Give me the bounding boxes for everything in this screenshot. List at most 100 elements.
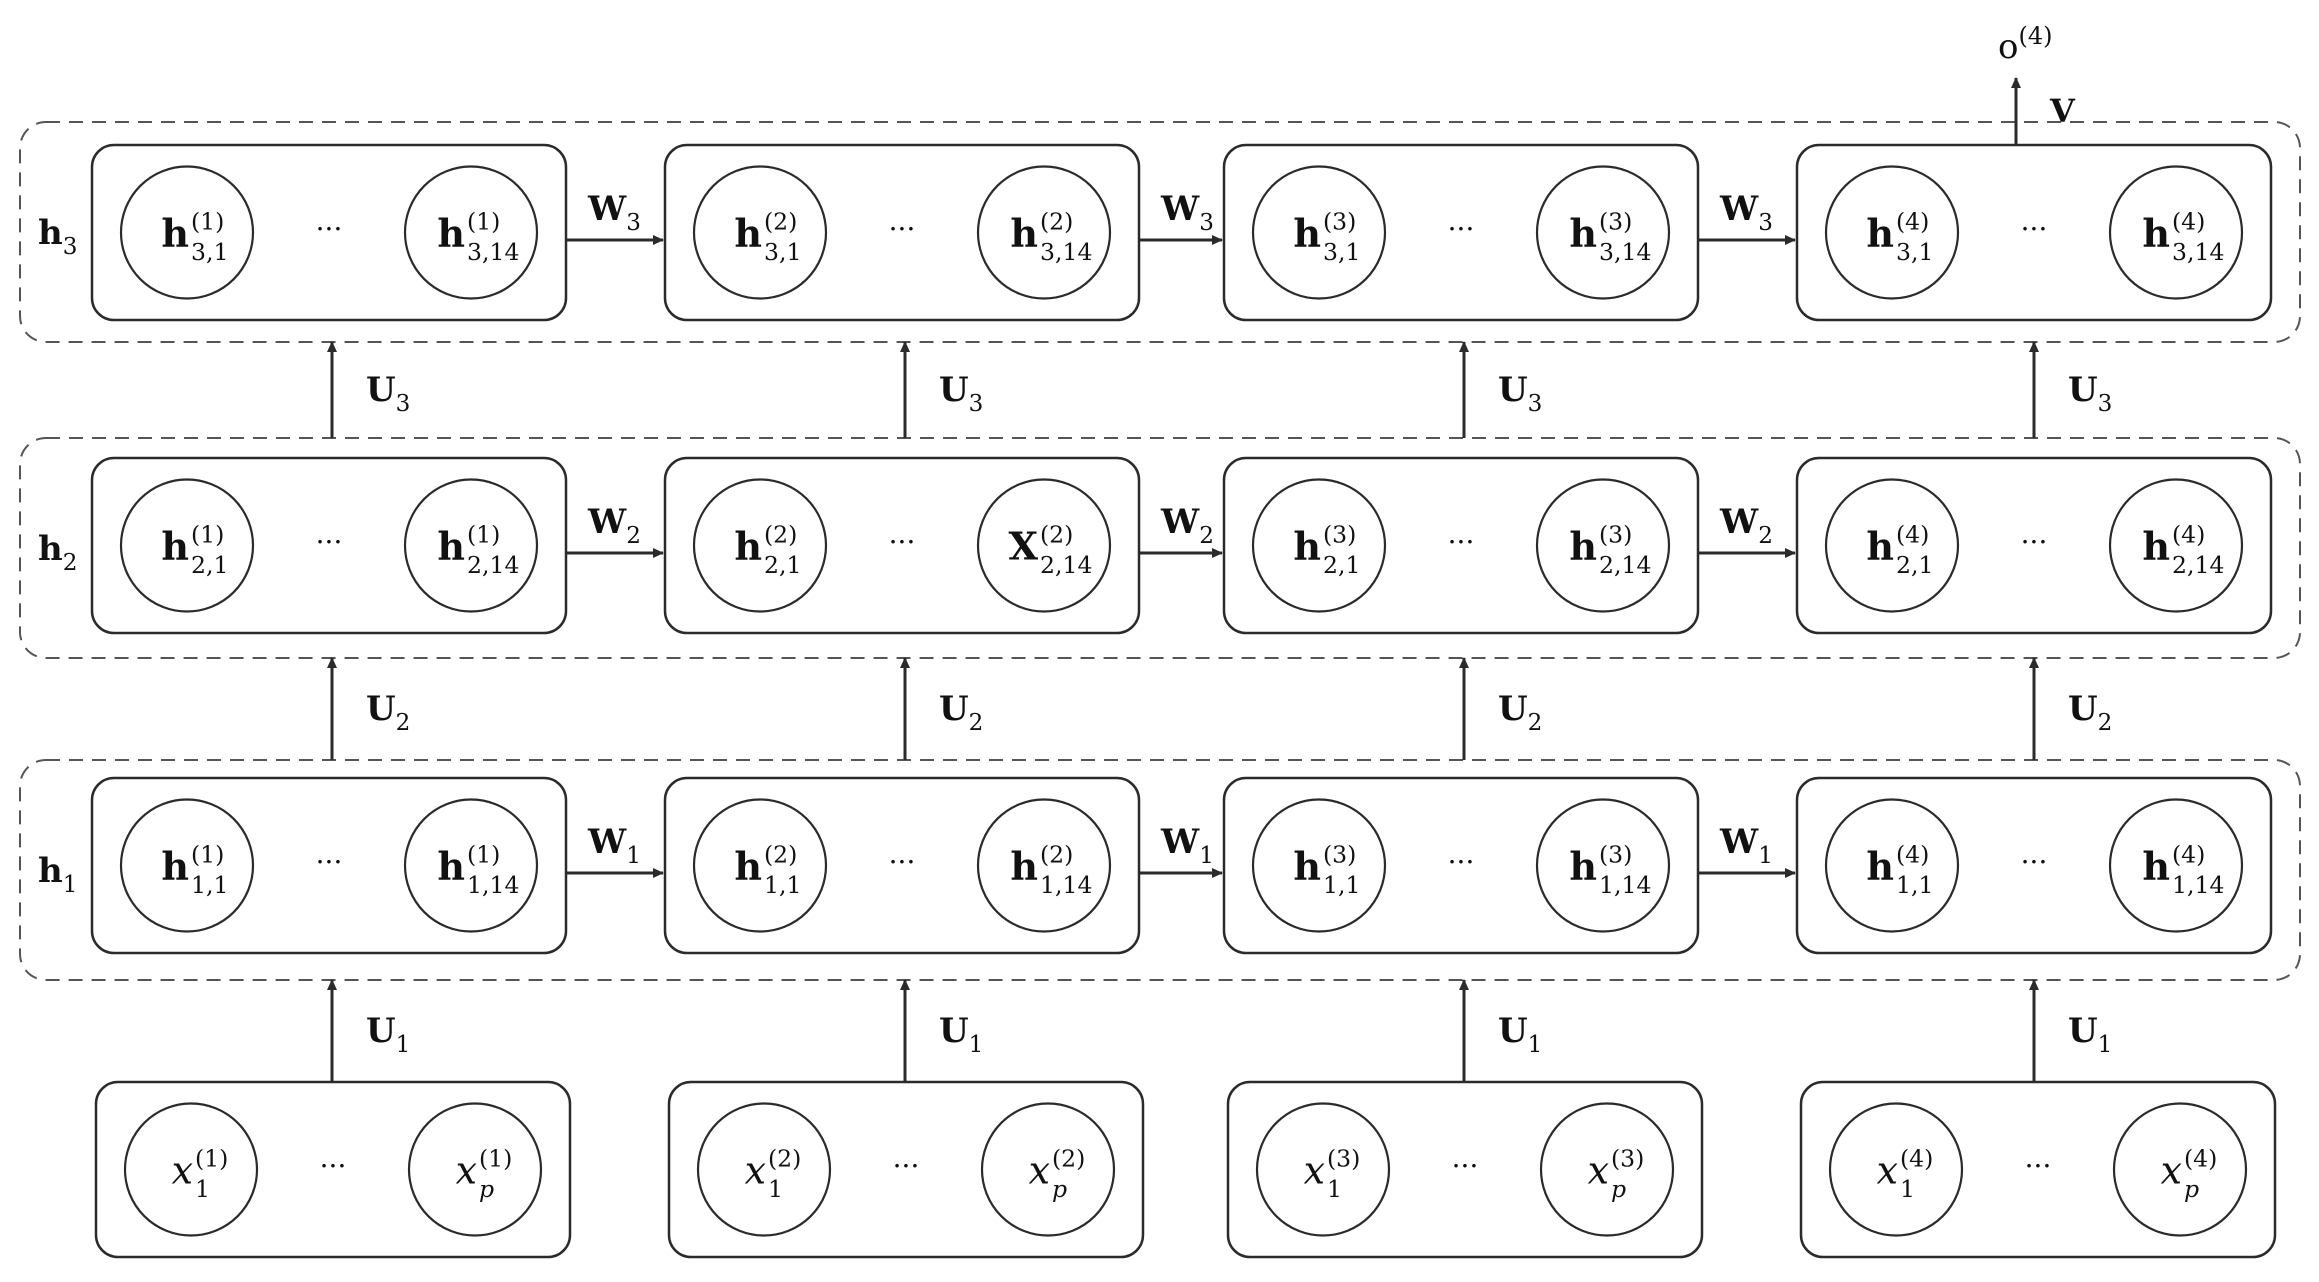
node-subscript: 1,14: [2172, 871, 2224, 899]
weight-w3: W3: [1719, 189, 1773, 236]
node-subscript: 1,14: [1599, 871, 1651, 899]
layer-label-h1-base: h: [38, 851, 63, 891]
neuron-first-label: x(1)1: [172, 1144, 229, 1202]
weight-u2-base: U: [1498, 689, 1528, 729]
neuron-first: [1251, 165, 1387, 300]
weight-w2-sub: 2: [1758, 523, 1773, 549]
ellipsis: ···: [889, 213, 916, 246]
neuron-first-label: h(4)1,1: [1866, 840, 1933, 898]
weight-u1-sub: 1: [396, 1032, 411, 1058]
weight-u1-base: U: [366, 1011, 396, 1051]
neuron-first-label: h(1)2,1: [161, 520, 228, 578]
neuron-last: [976, 478, 1112, 613]
weight-u3-base: U: [2068, 370, 2098, 410]
node-base: h: [1569, 524, 1597, 569]
node-base: x: [1588, 1149, 1609, 1193]
node-base: h: [161, 844, 189, 889]
node-superscript: (3): [1327, 1144, 1360, 1172]
neuron-first-label: h(3)2,1: [1293, 520, 1360, 578]
weight-u2-base: U: [939, 689, 969, 729]
weight-u3-sub: 3: [2098, 391, 2113, 417]
cell-h3-t4: [1795, 143, 2273, 322]
node-subscript: 1,1: [764, 871, 801, 899]
ellipsis: ···: [2021, 526, 2048, 559]
layer-label-h2-sub: 2: [63, 550, 78, 576]
weight-u3: U3: [939, 370, 983, 417]
output-label: o(4): [1998, 22, 2052, 67]
neuron-first-label: h(2)1,1: [734, 840, 801, 898]
neuron-first-label: h(1)1,1: [161, 840, 228, 898]
node-subscript: 2,14: [467, 551, 519, 579]
neuron-last-label: h(4)3,14: [2142, 207, 2224, 265]
weight-w3-sub: 3: [1199, 210, 1214, 236]
cell-h2-t4: [1795, 456, 2273, 635]
cell-h3-t2: [663, 143, 1141, 322]
weight-u3-sub: 3: [396, 391, 411, 417]
layer-label-h1: h1: [38, 851, 77, 898]
neuron-last-label: x(1)p: [456, 1144, 513, 1202]
neuron-last-label: h(2)1,14: [1010, 840, 1092, 898]
neuron-last-label: h(2)3,14: [1010, 207, 1092, 265]
weight-u1-base: U: [1498, 1011, 1528, 1051]
weight-w2-base: W: [587, 502, 627, 542]
weight-u3-base: U: [1498, 370, 1528, 410]
ellipsis: ···: [316, 213, 343, 246]
ellipsis: ···: [1452, 1150, 1479, 1183]
weight-u1: U1: [366, 1011, 410, 1058]
layer-label-h3: h3: [38, 213, 77, 260]
node-base: h: [734, 211, 762, 256]
neuron-last: [1535, 798, 1671, 933]
weight-u1-sub: 1: [2098, 1032, 2113, 1058]
neuron-first-label: h(4)2,1: [1866, 520, 1933, 578]
node-base: x: [745, 1149, 766, 1193]
node-subscript: 3,14: [1599, 238, 1651, 266]
node-superscript: (3): [1599, 840, 1632, 868]
neuron-first-label: h(4)3,1: [1866, 207, 1933, 265]
weight-w1-base: W: [1719, 822, 1759, 862]
weight-w3: W3: [587, 189, 641, 236]
output-base: o: [1998, 27, 2018, 67]
neuron-first-label: h(3)3,1: [1293, 207, 1360, 265]
layer-label-h1-sub: 1: [63, 872, 78, 898]
layer-label-h3-base: h: [38, 213, 63, 253]
node-subscript: p: [1052, 1175, 1067, 1203]
node-superscript: (3): [1599, 520, 1632, 548]
node-subscript: p: [479, 1175, 494, 1203]
weight-u3-sub: 3: [1528, 391, 1543, 417]
node-subscript: p: [1611, 1175, 1626, 1203]
node-superscript: (2): [1040, 207, 1073, 235]
node-subscript: 2,14: [2172, 551, 2224, 579]
node-base: x: [172, 1149, 193, 1193]
neuron-last-label: h(1)2,14: [437, 520, 519, 578]
neuron-first: [119, 798, 255, 933]
node-superscript: (1): [479, 1144, 512, 1172]
weight-w2: W2: [1719, 502, 1773, 549]
node-base: h: [734, 844, 762, 889]
neuron-last: [2108, 478, 2244, 613]
weight-u2: U2: [939, 689, 983, 736]
neuron-first: [119, 165, 255, 300]
neuron-first-label: x(2)1: [745, 1144, 802, 1202]
node-subscript: 3,14: [467, 238, 519, 266]
cell-h1-t4: [1795, 776, 2273, 955]
node-superscript: (1): [191, 840, 224, 868]
weight-w2-base: W: [1719, 502, 1759, 542]
node-subscript: 2,14: [1040, 551, 1092, 579]
cell-h2-t2: [663, 456, 1141, 635]
weight-u3: U3: [2068, 370, 2112, 417]
node-subscript: 2,1: [764, 551, 801, 579]
neuron-last: [403, 165, 539, 300]
weight-w2-sub: 2: [626, 523, 641, 549]
cell-h1-t2: [663, 776, 1141, 955]
weight-u2-base: U: [2068, 689, 2098, 729]
node-superscript: (3): [1599, 207, 1632, 235]
node-superscript: (4): [2172, 207, 2205, 235]
neuron-last: [1535, 165, 1671, 300]
neuron-last: [976, 165, 1112, 300]
neuron-first: [1824, 798, 1960, 933]
ellipsis: ···: [320, 1150, 347, 1183]
node-superscript: (2): [764, 207, 797, 235]
cell-h3-t1: [90, 143, 568, 322]
weight-w1: W1: [587, 822, 641, 869]
